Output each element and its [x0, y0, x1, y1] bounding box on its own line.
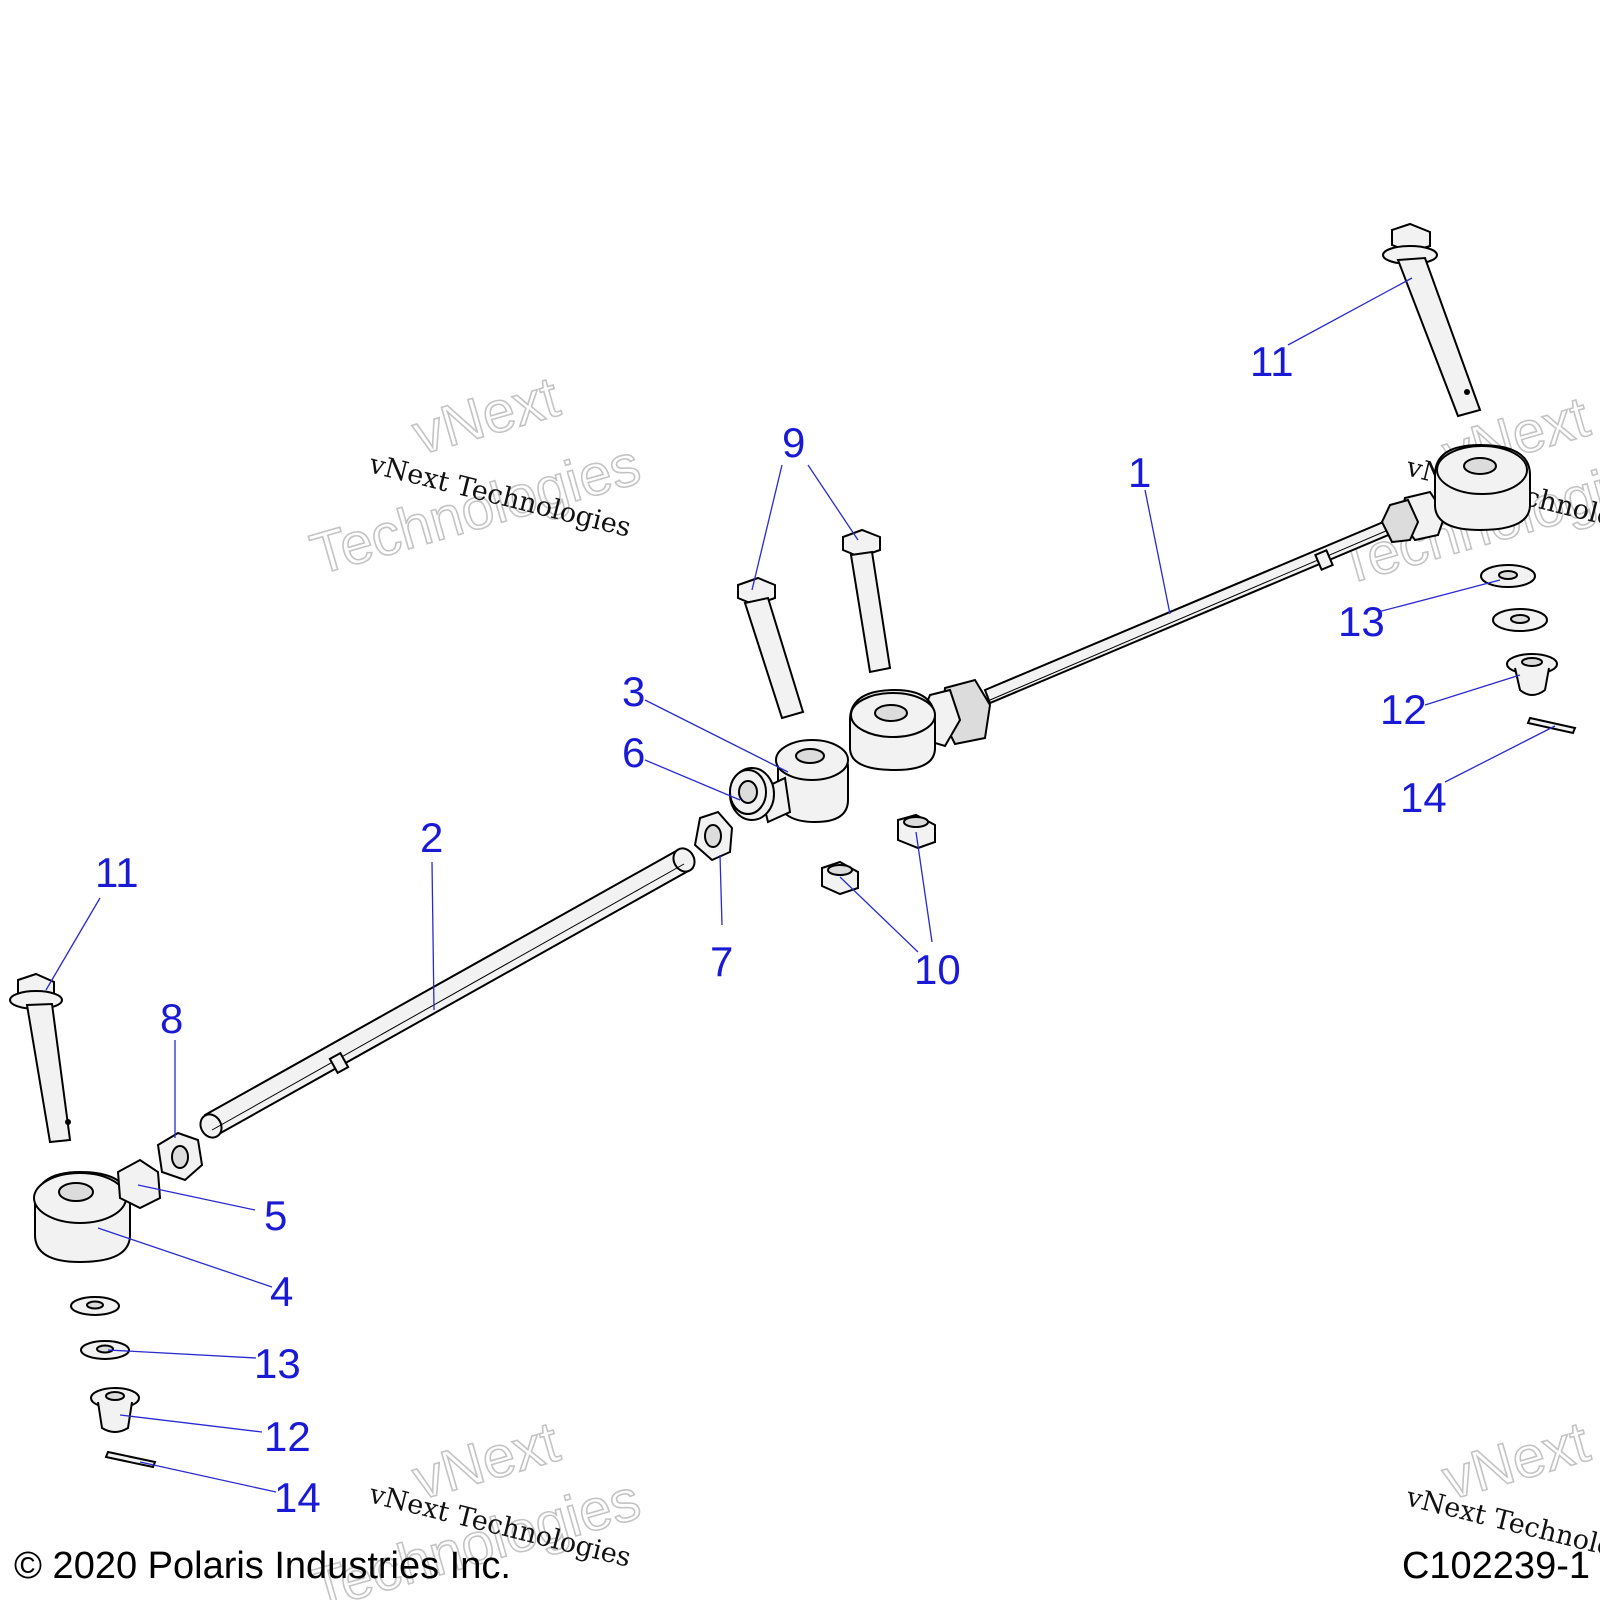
- callout-1: 1: [1128, 449, 1151, 496]
- callout-3: 3: [622, 668, 645, 715]
- callout-12-right: 12: [1380, 686, 1427, 733]
- callout-13-right: 13: [1338, 598, 1385, 645]
- part-9-bolt-right: [842, 528, 892, 674]
- part-13-washer-left-upper: [70, 1296, 120, 1316]
- copyright-notice: © 2020 Polaris Industries Inc.: [14, 1545, 511, 1587]
- callout-6: 6: [622, 729, 645, 776]
- callout-13-left: 13: [254, 1340, 301, 1387]
- callout-8: 8: [160, 995, 183, 1042]
- callout-numbers: 1 2 3 6 7 8 9 10 11 13 12 14 11 5 4 13 1…: [95, 338, 1447, 1521]
- part-7-hex-nut: [693, 810, 734, 862]
- callout-14-left: 14: [274, 1474, 321, 1521]
- part-2-tie-rod: [199, 847, 696, 1139]
- drawing-number: C102239-1: [1401, 1545, 1590, 1587]
- callout-2: 2: [420, 814, 443, 861]
- callout-4: 4: [270, 1268, 293, 1315]
- part-13-washer-right-upper: [1480, 564, 1536, 588]
- part-12-bushing-right: [1506, 653, 1558, 696]
- part-3-rod-end: [758, 739, 849, 824]
- callout-9: 9: [782, 419, 805, 466]
- callout-14-right: 14: [1400, 774, 1447, 821]
- part-9-bolt-left: [737, 576, 805, 720]
- callout-5: 5: [264, 1192, 287, 1239]
- part-14-cotter-pin-left: [104, 1450, 157, 1469]
- svg-text:vNext: vNext: [406, 364, 566, 467]
- part-11-bolt-top-right: [1382, 222, 1482, 418]
- part-14-cotter-pin-right: [1526, 716, 1577, 735]
- callout-7: 7: [710, 938, 733, 985]
- watermark-top-left: vNext Technologies vNext Technologies: [303, 363, 648, 588]
- part-11-bolt-left: [9, 972, 72, 1144]
- part-5-jam-nut: [116, 1158, 162, 1210]
- callout-12-left: 12: [264, 1413, 311, 1460]
- part-1-outer-rod-end: [1434, 443, 1531, 532]
- part-4-rod-end: [33, 1170, 131, 1264]
- part-10-lock-nut-upper: [897, 813, 936, 850]
- callout-11-top: 11: [1250, 338, 1294, 385]
- part-13-washer-left-lower: [80, 1340, 130, 1360]
- part-8-hex-nut: [156, 1131, 204, 1182]
- callout-10: 10: [914, 946, 961, 993]
- callout-11-left: 11: [95, 849, 139, 896]
- part-6-jam-nut: [729, 767, 775, 821]
- part-13-washer-right-lower: [1492, 608, 1548, 632]
- part-1-inner-rod-end: [849, 688, 936, 772]
- leader-lines: [45, 277, 1556, 1493]
- part-12-bushing-left: [90, 1387, 140, 1433]
